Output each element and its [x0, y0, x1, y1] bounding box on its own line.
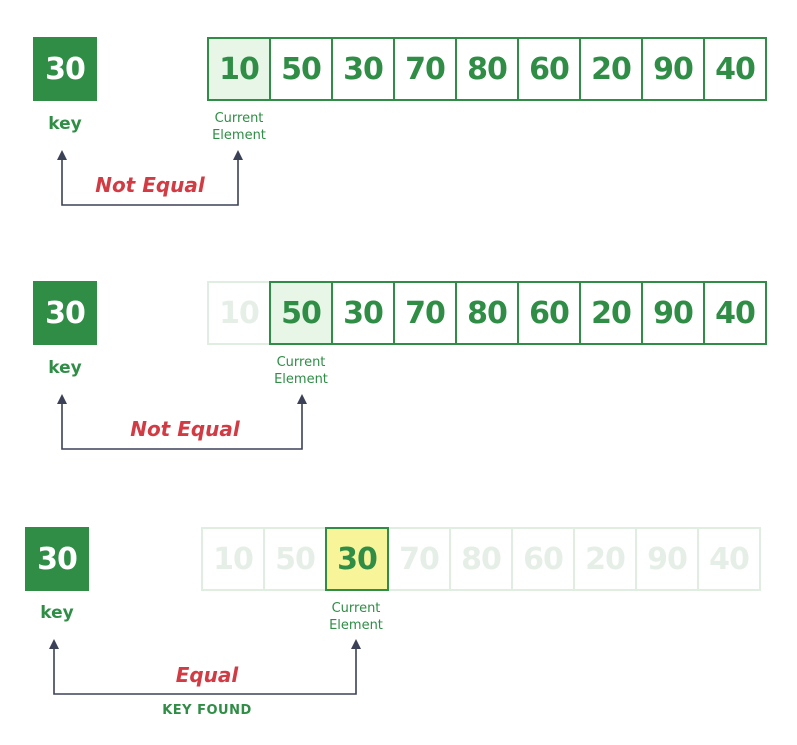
array-cell-current: 50 — [269, 281, 333, 345]
array-cell: 30 — [331, 37, 395, 101]
array-row: 10 50 30 70 80 60 20 90 40 — [201, 527, 761, 591]
array-cell: 20 — [579, 281, 643, 345]
array-cell-faded: 80 — [449, 527, 513, 591]
array-cell: 20 — [579, 37, 643, 101]
key-box: 30 — [33, 281, 97, 345]
array-cell-found: 30 — [325, 527, 389, 591]
array-row: 10 50 30 70 80 60 20 90 40 — [207, 281, 767, 345]
array-row: 10 50 30 70 80 60 20 90 40 — [207, 37, 767, 101]
compare-connector-arrow — [57, 394, 307, 450]
array-cell: 70 — [393, 37, 457, 101]
current-element-label: Current Element — [199, 110, 279, 144]
array-cell-faded: 60 — [511, 527, 575, 591]
current-element-label: Current Element — [316, 600, 396, 634]
array-cell: 40 — [703, 281, 767, 345]
compare-connector-arrow — [57, 150, 243, 206]
array-cell-faded: 40 — [697, 527, 761, 591]
array-cell: 60 — [517, 37, 581, 101]
key-found-label: KEY FOUND — [162, 703, 252, 718]
array-cell: 80 — [455, 37, 519, 101]
array-cell-visited: 10 — [201, 527, 265, 591]
current-label-line1: Current — [214, 111, 264, 126]
key-label: key — [48, 114, 82, 134]
compare-result-label: Not Equal — [130, 417, 240, 441]
array-cell: 50 — [269, 37, 333, 101]
array-cell-visited: 50 — [263, 527, 327, 591]
array-cell: 40 — [703, 37, 767, 101]
key-label: key — [40, 603, 74, 623]
current-label-line2: Element — [329, 618, 383, 633]
array-cell: 60 — [517, 281, 581, 345]
key-label: key — [48, 358, 82, 378]
key-box: 30 — [25, 527, 89, 591]
array-cell-visited: 10 — [207, 281, 271, 345]
array-cell: 90 — [641, 37, 705, 101]
current-label-line1: Current — [276, 355, 326, 370]
current-label-line2: Element — [274, 372, 328, 387]
compare-connector-arrow — [49, 639, 361, 695]
array-cell-faded: 70 — [387, 527, 451, 591]
array-cell-faded: 20 — [573, 527, 637, 591]
current-label-line2: Element — [212, 128, 266, 143]
current-label-line1: Current — [331, 601, 381, 616]
current-element-label: Current Element — [261, 354, 341, 388]
compare-result-label: Equal — [175, 663, 239, 687]
key-box: 30 — [33, 37, 97, 101]
compare-result-label: Not Equal — [95, 173, 205, 197]
array-cell: 90 — [641, 281, 705, 345]
array-cell: 70 — [393, 281, 457, 345]
